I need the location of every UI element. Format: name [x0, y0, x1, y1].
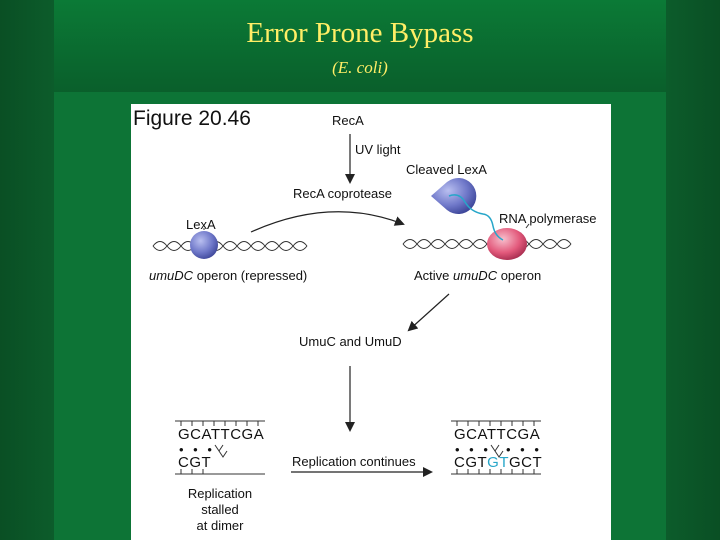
- label-stalled-line3: at dimer: [196, 518, 244, 533]
- inserted-bases: GT: [487, 454, 510, 471]
- base-pair-dots-continued-left: • • •: [455, 442, 491, 457]
- sequence-part-c: GCT: [509, 454, 543, 471]
- gene-name-umudc-active: umuDC: [453, 268, 498, 283]
- figure-graphics: [152, 134, 572, 477]
- slide-background-right: [666, 0, 720, 540]
- label-lexa: LexA: [186, 217, 216, 232]
- cleaved-lexa-tail: [448, 194, 504, 241]
- sequence-stalled-top: GCATTCGA: [178, 426, 265, 443]
- dna-strands-stalled: [175, 420, 265, 475]
- label-umuc-umud: UmuC and UmuD: [299, 334, 402, 349]
- label-operon-repressed: umuDC operon (repressed): [149, 268, 307, 284]
- label-replication-continues: Replication continues: [292, 454, 416, 469]
- thymine-dimer-mark-right: [490, 444, 504, 458]
- sequence-part-a: CGT: [454, 454, 488, 471]
- sequence-continued-bottom: CGTGTGCT: [454, 455, 542, 471]
- sequence-continued-top: GCATTCGA: [454, 426, 541, 443]
- figure-panel: Figure 20.46 RecA UV light Cleaved LexA …: [131, 104, 611, 540]
- slide-background-left: [0, 0, 54, 540]
- arrow-to-umuc: [407, 293, 450, 332]
- label-rna-polymerase: RNA polymerase: [499, 211, 597, 226]
- dna-strands-continued: [451, 420, 541, 475]
- label-stalled-line1: Replication: [187, 486, 253, 501]
- label-reca-coprotease: RecA coprotease: [293, 186, 393, 201]
- curved-arrow-activation: [250, 211, 405, 233]
- cleaved-lexa-protein: [431, 178, 477, 214]
- slide-title: Error Prone Bypass: [246, 17, 474, 49]
- gene-name-umudc: umuDC: [149, 268, 194, 283]
- operon-text: operon: [497, 268, 542, 283]
- operon-repressed-text: operon (repressed): [193, 268, 308, 283]
- lexa-protein: [190, 231, 218, 259]
- label-cleaved-lexa: Cleaved LexA: [406, 162, 487, 177]
- thymine-dimer-mark: [214, 444, 228, 458]
- base-pair-dots-stalled: • • •: [179, 442, 215, 457]
- rna-polymerase: [487, 228, 527, 260]
- sequence-stalled-bottom: CGT: [178, 454, 212, 471]
- dna-helix-left: [152, 241, 308, 251]
- label-operon-active: Active umuDC operon: [414, 268, 541, 284]
- base-pair-dots-continued-right: • • •: [506, 442, 542, 457]
- title-bar: [54, 0, 666, 92]
- active-text: Active: [414, 268, 454, 283]
- label-stalled-line2: stalled: [201, 502, 239, 517]
- slide-subtitle: (E. coli): [332, 58, 388, 77]
- ticks-continued: [456, 421, 535, 474]
- label-uv-light: UV light: [355, 142, 401, 157]
- figure-label: Figure 20.46: [133, 107, 251, 130]
- label-reca: RecA: [332, 113, 364, 128]
- rna-polymerase-pointer: [525, 223, 530, 229]
- ticks-stalled: [180, 421, 259, 474]
